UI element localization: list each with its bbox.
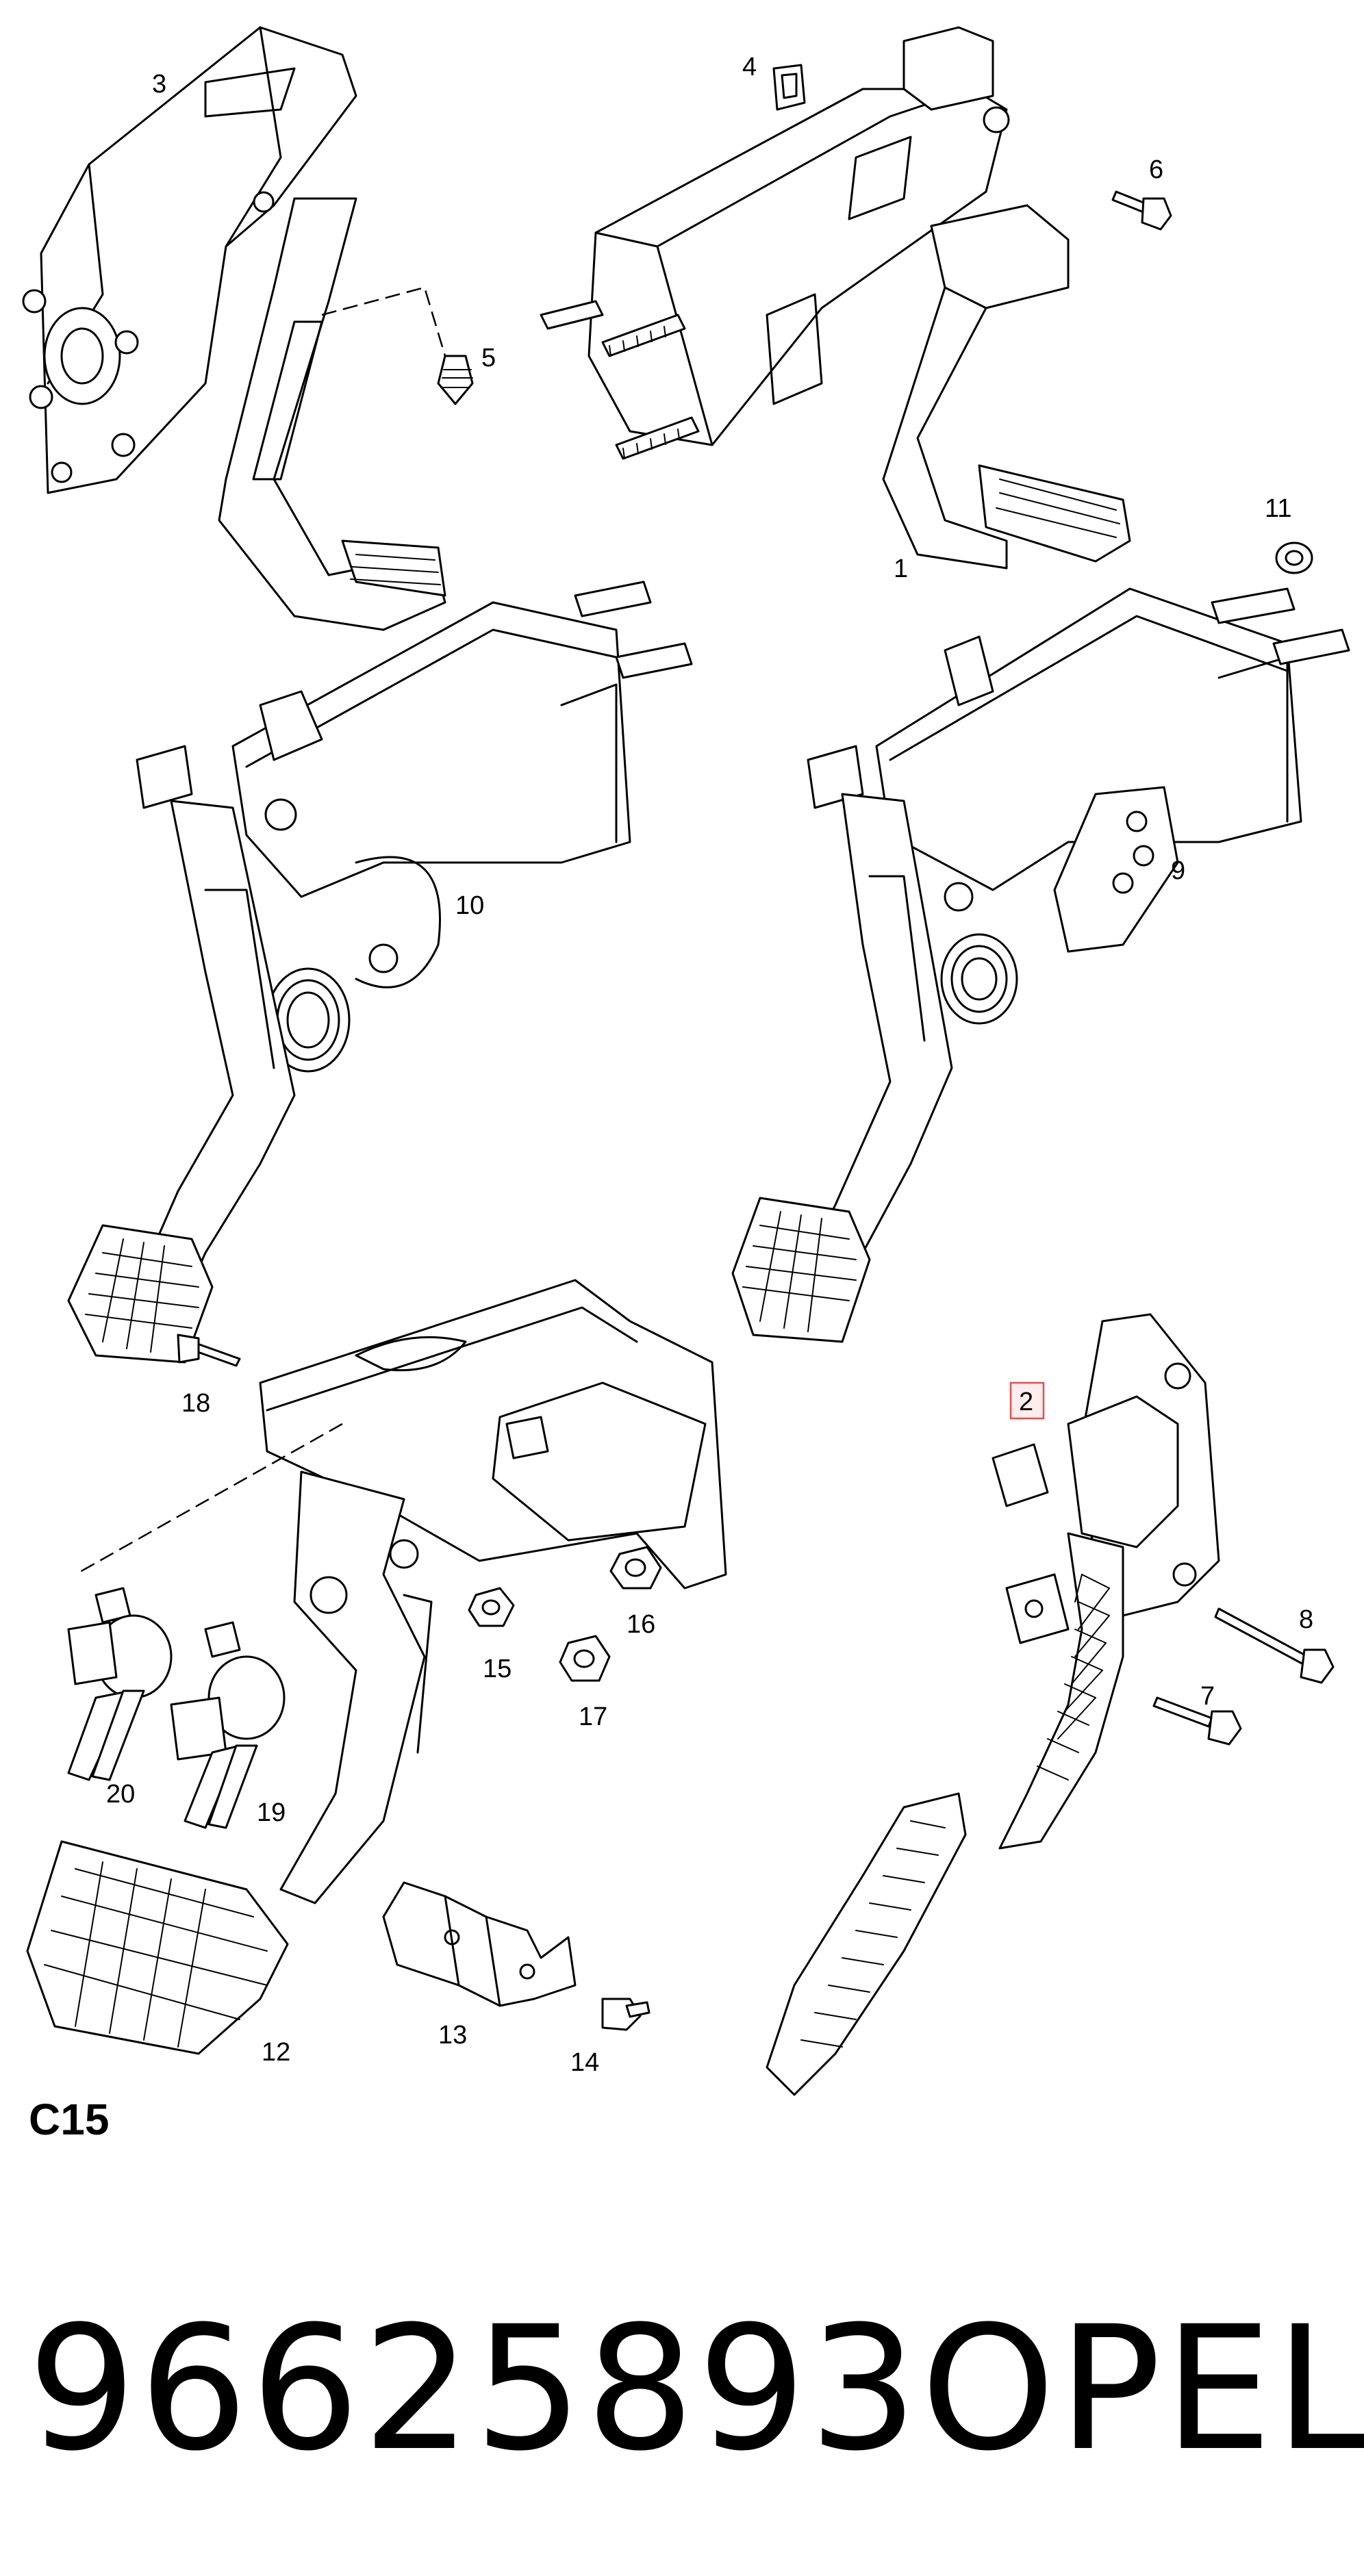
callout-13: 13 — [438, 2021, 467, 2050]
callout-1: 1 — [894, 554, 908, 583]
part-19-clutch-switch — [170, 1621, 286, 1829]
part-5-screw — [437, 355, 474, 405]
part-9-brake-pedal-module — [731, 587, 1350, 1343]
callout-8: 8 — [1299, 1605, 1313, 1634]
part-13-bracket — [382, 1881, 577, 2007]
part-6-bolt — [1111, 190, 1172, 231]
callout-2-highlight — [1009, 1381, 1045, 1420]
callout-19: 19 — [257, 1798, 286, 1827]
part-11-nut — [1275, 541, 1313, 574]
callout-20: 20 — [106, 1780, 135, 1809]
callout-18: 18 — [181, 1389, 210, 1418]
part-17-nut — [559, 1635, 611, 1682]
part-16-nut — [609, 1546, 662, 1590]
callout-5: 5 — [481, 344, 496, 372]
callout-4: 4 — [742, 53, 757, 81]
part-14-bolt — [601, 1998, 651, 2031]
part-7-bolt — [1152, 1696, 1242, 1746]
part-2-accelerator-pedal — [766, 1313, 1220, 2096]
part-20-stop-light-switch — [67, 1587, 173, 1781]
part-15-nut — [468, 1587, 515, 1627]
callout-16: 16 — [627, 1610, 655, 1639]
pedal-assembly-diagram: 1 2 3 4 5 6 7 8 9 10 11 12 13 14 15 16 1… — [22, 26, 1350, 2136]
callout-14: 14 — [570, 2048, 599, 2077]
part-18-bolt — [177, 1334, 241, 1367]
callout-17: 17 — [579, 1703, 607, 1731]
part-9-return-spring — [940, 933, 1018, 1025]
part-1-bracket-studs — [540, 106, 1010, 460]
part-1-brake-pedal-bracket — [588, 26, 1131, 570]
callout-11: 11 — [1265, 494, 1291, 523]
callout-3: 3 — [152, 70, 166, 99]
callout-6: 6 — [1149, 155, 1163, 184]
part-number: 96625893 — [27, 2289, 921, 2488]
part-info-footer: 96625893 OPEL — [27, 2245, 1364, 2533]
callout-12: 12 — [262, 2038, 290, 2067]
brand-name: OPEL — [920, 2289, 1364, 2488]
callout-10: 10 — [455, 891, 484, 920]
callout-7: 7 — [1200, 1682, 1215, 1711]
section-code: C15 — [29, 2095, 109, 2136]
part-8-bolt — [1214, 1607, 1335, 1684]
callout-15: 15 — [483, 1655, 512, 1683]
part-12-brake-pedal-assembly — [26, 1279, 727, 2055]
callout-9: 9 — [1171, 856, 1185, 885]
part-3-clutch-pedal-arm — [218, 197, 446, 631]
part-10-clutch-pedal-module — [67, 581, 693, 1364]
part-4-clip — [772, 64, 806, 111]
part-3-pedal-bracket — [22, 26, 357, 494]
callout-2: 2 — [1019, 1388, 1033, 1416]
